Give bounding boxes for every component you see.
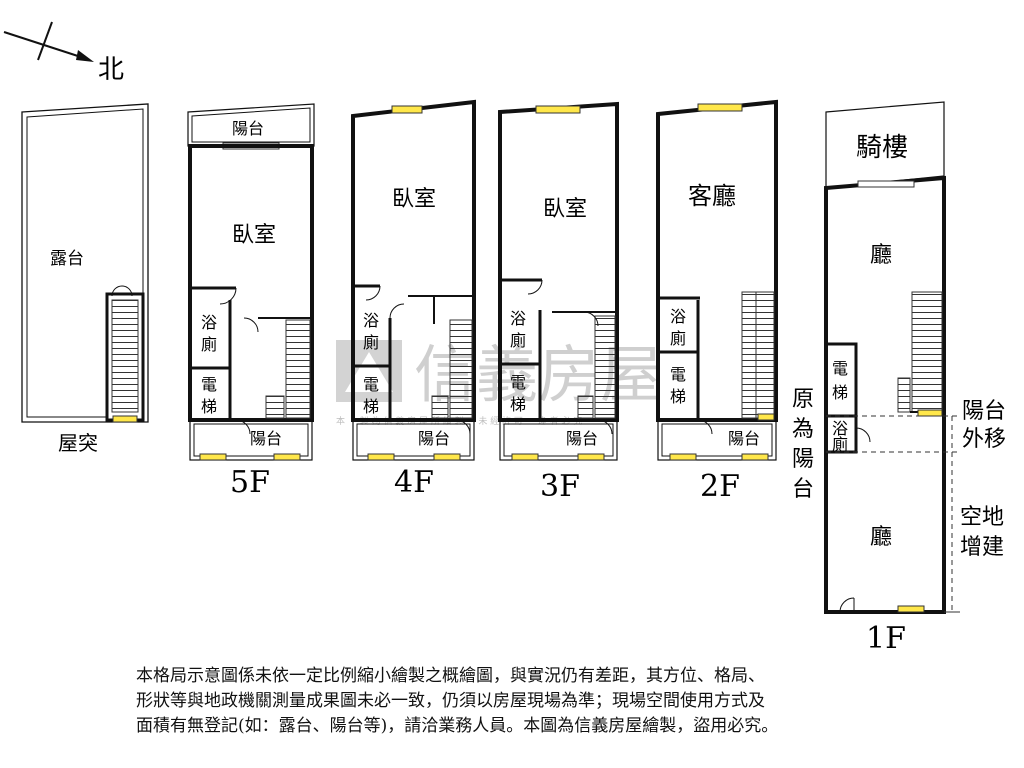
floor-caption-roof: 屋突 bbox=[58, 431, 98, 455]
room-bath: 浴 bbox=[510, 309, 526, 328]
room-balcony-bottom: 陽台 bbox=[418, 429, 450, 448]
floor-caption-3f: 3F bbox=[540, 469, 580, 504]
arrow-head-icon bbox=[76, 50, 94, 62]
room-toilet: 廁 bbox=[670, 329, 686, 348]
svg-text:外移: 外移 bbox=[962, 427, 1006, 452]
room-elevator: 電 bbox=[363, 375, 379, 394]
svg-text:台: 台 bbox=[792, 477, 814, 502]
room-elevator-2: 梯 bbox=[201, 397, 217, 416]
room-toilet: 廁 bbox=[201, 335, 217, 354]
room-bath: 浴 bbox=[363, 311, 379, 330]
svg-text:為: 為 bbox=[792, 417, 814, 442]
room-bedroom: 臥室 bbox=[232, 223, 276, 248]
floor-caption-4f: 4F bbox=[394, 465, 434, 500]
room-bedroom: 臥室 bbox=[392, 187, 436, 212]
disclaimer-text: 本格局示意圖係未依一定比例縮小繪製之概繪圖，與實況仍有差距，其方位、格局、 形狀… bbox=[136, 664, 896, 739]
floor-caption-5f: 5F bbox=[230, 465, 270, 500]
floor-2f: 客廳 浴 廁 電 梯 陽台 2F bbox=[656, 99, 778, 504]
disclaimer-line-3: 面積有無登記(如：露台、陽台等)，請洽業務人員。本圖為信義房屋繪製，盜用必究。 bbox=[136, 716, 779, 736]
floor-caption-2f: 2F bbox=[700, 469, 740, 504]
floor-1f: 騎樓 廳 電 梯 浴 廁 廳 1F bbox=[824, 101, 960, 656]
svg-text:原: 原 bbox=[792, 387, 814, 412]
room-elevator: 電 bbox=[670, 365, 686, 384]
floor-3f: 臥室 浴 廁 電 梯 陽台 3F bbox=[498, 101, 619, 504]
room-elevator-2: 梯 bbox=[363, 397, 379, 416]
room-hall-top: 廳 bbox=[870, 243, 892, 268]
room-bath: 浴 bbox=[201, 313, 217, 332]
disclaimer-line-1: 本格局示意圖係未依一定比例縮小繪製之概繪圖，與實況仍有差距，其方位、格局、 bbox=[136, 666, 765, 686]
svg-text:空地: 空地 bbox=[960, 505, 1004, 530]
floor-5f: 陽台 臥室 浴 廁 電 梯 陽台 5F bbox=[187, 103, 315, 500]
room-elevator: 電 bbox=[510, 373, 526, 392]
floor-4f: 臥室 浴 廁 電 梯 陽台 4F bbox=[351, 99, 476, 500]
room-toilet: 廁 bbox=[510, 331, 526, 350]
north-label: 北 bbox=[98, 55, 124, 85]
room-hall-bottom: 廳 bbox=[870, 525, 892, 550]
room-balcony-bottom: 陽台 bbox=[250, 429, 282, 448]
room-terrace: 露台 bbox=[50, 249, 84, 269]
annotation-original-balcony: 原 為 陽 台 bbox=[792, 387, 814, 502]
room-toilet: 廁 bbox=[832, 435, 848, 454]
svg-text:陽台: 陽台 bbox=[962, 399, 1006, 424]
room-elevator-2: 梯 bbox=[832, 383, 848, 402]
room-toilet: 廁 bbox=[363, 333, 379, 352]
room-balcony-bottom: 陽台 bbox=[728, 429, 760, 448]
room-bath: 浴 bbox=[670, 307, 686, 326]
room-bedroom: 臥室 bbox=[543, 197, 587, 222]
room-elevator: 電 bbox=[832, 359, 848, 378]
annotation-vacant-extension: 空地 增建 bbox=[960, 505, 1004, 560]
floor-roof: 露台 屋突 bbox=[21, 103, 149, 455]
room-elevator-2: 梯 bbox=[670, 387, 686, 406]
room-bath: 浴 bbox=[832, 419, 848, 438]
svg-text:增建: 增建 bbox=[960, 535, 1004, 560]
room-elevator: 電 bbox=[201, 375, 217, 394]
floor-caption-1f: 1F bbox=[866, 621, 906, 656]
north-arrow: 北 bbox=[3, 21, 124, 85]
annotation-balcony-moved: 陽台 外移 bbox=[962, 399, 1006, 452]
room-elevator-2: 梯 bbox=[510, 395, 526, 414]
room-balcony-top: 陽台 bbox=[232, 119, 264, 138]
room-balcony-bottom: 陽台 bbox=[566, 429, 598, 448]
svg-text:陽: 陽 bbox=[792, 447, 814, 472]
room-arcade: 騎樓 bbox=[856, 133, 908, 163]
room-living: 客廳 bbox=[688, 182, 736, 210]
disclaimer-line-2: 形狀等與地政機關測量成果圖未必一致，仍須以房屋現場為準；現場空間使用方式及 bbox=[136, 691, 765, 711]
